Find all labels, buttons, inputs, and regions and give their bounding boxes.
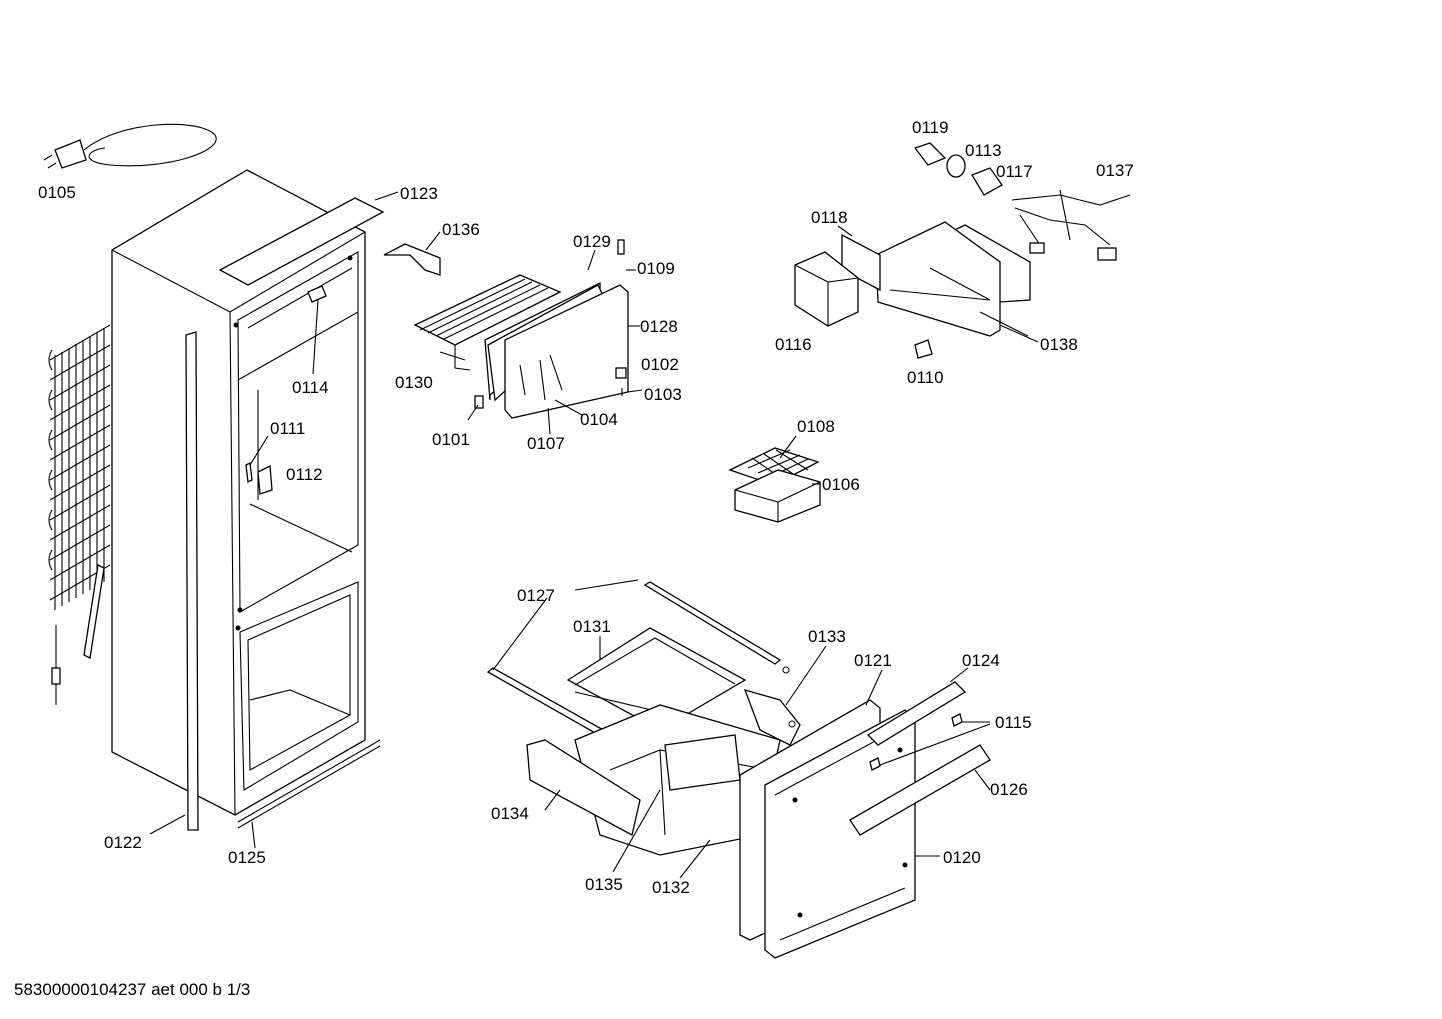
label-0133: 0133 bbox=[808, 627, 846, 646]
label-0129: 0129 bbox=[573, 232, 611, 251]
label-0109: 0109 bbox=[637, 259, 675, 278]
label-0121: 0121 bbox=[854, 651, 892, 670]
label-0111: 0111 bbox=[270, 419, 305, 438]
label-0115: 0115 bbox=[995, 713, 1032, 732]
condenser-coil bbox=[48, 324, 111, 705]
label-0130: 0130 bbox=[395, 373, 433, 392]
control-unit-assembly bbox=[794, 142, 1131, 359]
label-0132: 0132 bbox=[652, 878, 690, 897]
label-0120: 0120 bbox=[943, 848, 981, 867]
label-0104: 0104 bbox=[580, 410, 618, 429]
lower-door-assembly bbox=[739, 681, 991, 959]
freezer-door-assembly bbox=[413, 239, 629, 419]
label-0113: 0113 bbox=[965, 141, 1002, 160]
label-0101: 0101 bbox=[432, 430, 470, 449]
label-0128: 0128 bbox=[640, 317, 678, 336]
label-0126: 0126 bbox=[990, 780, 1028, 799]
label-0102: 0102 bbox=[641, 355, 679, 374]
label-0103: 0103 bbox=[644, 385, 682, 404]
fridge-cabinet bbox=[48, 169, 381, 831]
top-mounting-plate bbox=[218, 197, 385, 286]
label-0138: 0138 bbox=[1040, 335, 1078, 354]
leader-lines bbox=[149, 191, 1039, 879]
bracket-part bbox=[383, 243, 441, 276]
label-0112: 0112 bbox=[286, 465, 323, 484]
power-cable bbox=[43, 123, 217, 169]
label-0135: 0135 bbox=[585, 875, 623, 894]
document-id-footer: 58300000104237 aet 000 b 1/3 bbox=[14, 980, 251, 999]
label-0137: 0137 bbox=[1096, 161, 1134, 180]
part-labels: 0105 0123 0136 0129 0109 0128 0102 0103 … bbox=[38, 118, 1134, 897]
label-0106: 0106 bbox=[822, 475, 860, 494]
label-0117: 0117 bbox=[996, 162, 1033, 181]
label-0124: 0124 bbox=[962, 651, 1000, 670]
label-0118: 0118 bbox=[811, 208, 848, 227]
label-0134: 0134 bbox=[491, 804, 529, 823]
label-0107: 0107 bbox=[527, 434, 565, 453]
label-0114: 0114 bbox=[292, 378, 329, 397]
label-0110: 0110 bbox=[907, 368, 944, 387]
crisper-drawer-assembly bbox=[486, 581, 801, 856]
label-0127: 0127 bbox=[517, 586, 555, 605]
label-0131: 0131 bbox=[573, 617, 611, 636]
label-0108: 0108 bbox=[797, 417, 835, 436]
label-0123: 0123 bbox=[400, 184, 438, 203]
ice-tray-and-box bbox=[728, 447, 821, 523]
label-0125: 0125 bbox=[228, 848, 266, 867]
label-0122: 0122 bbox=[104, 833, 142, 852]
label-0119: 0119 bbox=[912, 118, 949, 137]
label-0116: 0116 bbox=[775, 335, 812, 354]
label-0105: 0105 bbox=[38, 183, 76, 202]
label-0136: 0136 bbox=[442, 220, 480, 239]
